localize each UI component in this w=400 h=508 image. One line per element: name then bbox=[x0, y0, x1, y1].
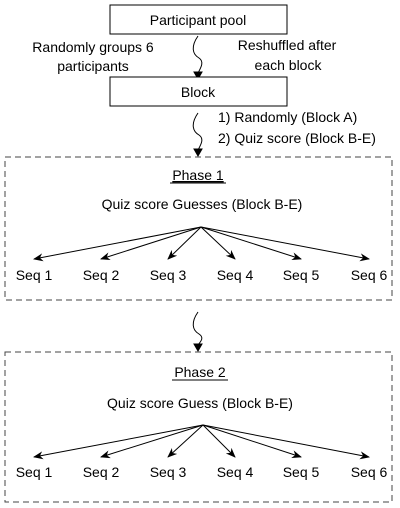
phase2-arrow-seq-2 bbox=[100, 424, 204, 459]
phase2-seq-3-label: Seq 3 bbox=[150, 464, 187, 480]
phase2-arrow-seq-4 bbox=[202, 424, 236, 458]
phase1-seq-3-label: Seq 3 bbox=[150, 267, 187, 283]
connector-block-to-phase1 bbox=[192, 112, 203, 151]
arrow-left-label-line2: participants bbox=[57, 58, 129, 74]
phase1-arrow-seq-6 bbox=[200, 226, 370, 262]
phase1-seq-6-label: Seq 6 bbox=[351, 267, 388, 283]
phase1-seq-1-label: Seq 1 bbox=[16, 267, 53, 283]
phase1-seq-2-label: Seq 2 bbox=[83, 267, 120, 283]
phase1-seq-4-label: Seq 4 bbox=[217, 267, 254, 283]
arrow-right-label-line2: each block bbox=[255, 57, 323, 73]
phase1-arrow-seq-5 bbox=[200, 226, 302, 261]
connector-pool-to-block-arrowhead bbox=[193, 71, 203, 81]
phase2-seq-6-label: Seq 6 bbox=[351, 464, 388, 480]
phase1-arrow-seq-2 bbox=[100, 226, 202, 261]
phase2-arrow-seq-5 bbox=[202, 424, 302, 459]
phase1-sequence-fan: Seq 1 Seq 2 Seq 3 Seq 4 Seq 5 Seq 6 bbox=[16, 226, 388, 283]
block-label: Block bbox=[181, 84, 216, 100]
block-box bbox=[109, 76, 288, 107]
connector-block-to-phase1-arrowhead bbox=[193, 148, 203, 158]
connector-phase1-to-phase2-arrowhead bbox=[193, 343, 203, 353]
phase1-arrow-seq-1 bbox=[33, 226, 202, 262]
participant-pool-label: Participant pool bbox=[150, 12, 247, 28]
phase1-title: Phase 1 bbox=[172, 167, 224, 183]
phase2-arrow-seq-6 bbox=[202, 424, 370, 460]
phase2-arrow-seq-1 bbox=[33, 424, 204, 460]
phase1-arrow-seq-4 bbox=[200, 226, 236, 260]
phase1-subtitle: Quiz score Guesses (Block B-E) bbox=[102, 196, 303, 212]
phase2-arrow-seq-3 bbox=[167, 424, 204, 458]
participant-pool-box bbox=[109, 4, 288, 35]
phase2-sequence-fan: Seq 1 Seq 2 Seq 3 Seq 4 Seq 5 Seq 6 bbox=[16, 424, 388, 480]
grouping-note-line2: 2) Quiz score (Block B-E) bbox=[218, 130, 376, 146]
connector-phase1-to-phase2 bbox=[192, 311, 203, 346]
connector-pool-to-block bbox=[192, 35, 203, 74]
phase2-container bbox=[4, 351, 393, 503]
phase2-seq-4-label: Seq 4 bbox=[217, 464, 254, 480]
arrow-right-label-line1: Reshuffled after bbox=[238, 37, 337, 53]
phase2-seq-2-label: Seq 2 bbox=[83, 464, 120, 480]
phase1-seq-5-label: Seq 5 bbox=[283, 267, 320, 283]
phase1-container bbox=[4, 156, 393, 301]
phase1-arrow-seq-3 bbox=[167, 226, 202, 260]
arrow-left-label-line1: Randomly groups 6 bbox=[32, 39, 154, 55]
grouping-note-line1: 1) Randomly (Block A) bbox=[218, 109, 357, 125]
phase2-subtitle: Quiz score Guess (Block B-E) bbox=[107, 395, 293, 411]
phase2-seq-5-label: Seq 5 bbox=[283, 464, 320, 480]
phase2-title: Phase 2 bbox=[174, 364, 226, 380]
phase2-seq-1-label: Seq 1 bbox=[16, 464, 53, 480]
